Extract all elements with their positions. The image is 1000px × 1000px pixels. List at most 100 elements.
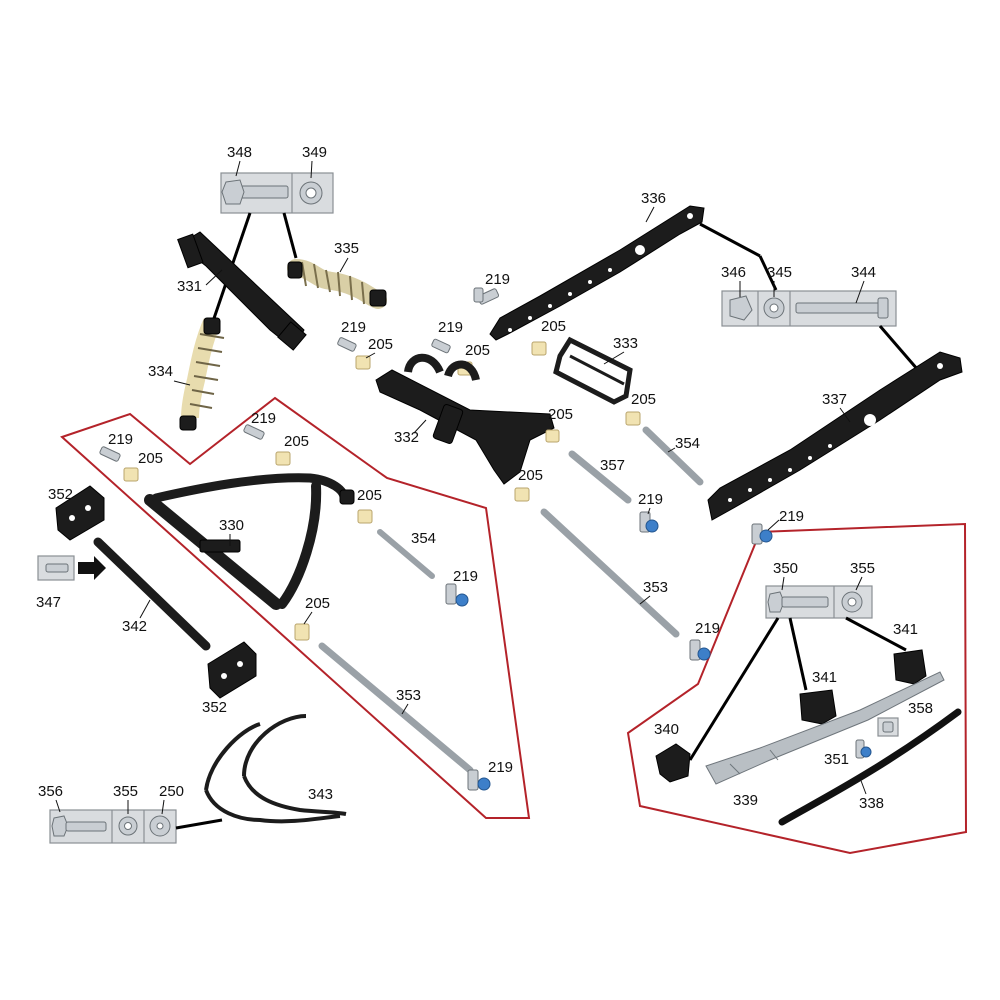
label-219-h: 219 — [695, 620, 720, 637]
part-352-plate-bottom — [207, 641, 257, 699]
bolt-219-b — [431, 338, 451, 354]
bolt-219-c — [639, 511, 659, 533]
label-354-left: 354 — [411, 530, 436, 547]
link-349-to-335 — [282, 212, 298, 259]
link-344-to-337 — [878, 325, 920, 371]
left-arm-group-outline — [60, 396, 531, 819]
hardware-box-348-349 — [220, 172, 334, 214]
bolt-219-e — [99, 446, 121, 462]
label-205-a: 205 — [368, 336, 393, 353]
part-339-rail — [705, 671, 945, 785]
bolt-351 — [855, 739, 872, 759]
label-205-d: 205 — [548, 406, 573, 423]
label-219-d: 219 — [779, 508, 804, 525]
label-205-c: 205 — [541, 318, 566, 335]
part-358-clip — [877, 717, 899, 737]
part-330-a-arm — [144, 473, 355, 610]
part-341-block-a — [799, 689, 837, 725]
bolt-head-348 — [221, 179, 245, 205]
label-332: 332 — [394, 429, 419, 446]
label-355-bottom: 355 — [113, 783, 138, 800]
label-349: 349 — [302, 144, 327, 161]
label-337: 337 — [822, 391, 847, 408]
label-205-b: 205 — [465, 342, 490, 359]
label-345: 345 — [767, 264, 792, 281]
label-205-g: 205 — [138, 450, 163, 467]
arrow-icon — [78, 556, 106, 580]
label-205-e: 205 — [631, 391, 656, 408]
label-346: 346 — [721, 264, 746, 281]
part-340-block — [655, 743, 691, 783]
bushing-205-d — [545, 429, 560, 443]
label-356: 356 — [38, 783, 63, 800]
part-335-shock-absorber — [287, 259, 387, 309]
bushing-205-f — [514, 487, 530, 502]
part-331-lever — [177, 231, 307, 351]
bumper-group-outline — [626, 522, 968, 855]
label-333: 333 — [613, 335, 638, 352]
label-219-e: 219 — [108, 431, 133, 448]
label-219-a: 219 — [341, 319, 366, 336]
bushing-205-h — [275, 451, 291, 466]
label-219-f: 219 — [251, 410, 276, 427]
label-219-top: 219 — [485, 271, 510, 288]
bushing-205-a — [355, 355, 371, 370]
bolt-219-h — [689, 639, 711, 661]
label-354-right: 354 — [675, 435, 700, 452]
hardware-box-356-250 — [49, 809, 177, 844]
bolt-219-f — [243, 424, 265, 440]
part-338-strip — [778, 708, 962, 826]
link-336-to-345 — [699, 222, 761, 258]
label-352-top: 352 — [48, 486, 73, 503]
bolt-356 — [51, 815, 69, 837]
rod-353-left — [318, 642, 474, 774]
label-353-left: 353 — [396, 687, 421, 704]
label-341-b: 341 — [893, 621, 918, 638]
rod-353-centre — [540, 508, 680, 638]
rod-354-left — [377, 529, 435, 579]
bolt-219-i — [467, 769, 491, 791]
bolt-344 — [795, 302, 883, 314]
label-342: 342 — [122, 618, 147, 635]
part-341-block-b — [893, 649, 927, 685]
rod-354-right — [642, 426, 704, 486]
bolt-219-top — [473, 287, 500, 305]
label-350: 350 — [773, 560, 798, 577]
label-205-j: 205 — [305, 595, 330, 612]
part-336-bracket — [489, 205, 705, 341]
label-347: 347 — [36, 594, 61, 611]
label-358: 358 — [908, 700, 933, 717]
label-355-right: 355 — [850, 560, 875, 577]
label-357: 357 — [600, 457, 625, 474]
label-352-bottom: 352 — [202, 699, 227, 716]
bolt-219-a — [337, 337, 357, 352]
part-352-plate-top — [55, 485, 105, 541]
label-339: 339 — [733, 792, 758, 809]
label-351: 351 — [824, 751, 849, 768]
label-344: 344 — [851, 264, 876, 281]
bushing-205-i — [357, 509, 373, 524]
part-347-bolt-box — [37, 555, 75, 581]
label-219-b: 219 — [438, 319, 463, 336]
rod-357 — [568, 450, 632, 504]
bushing-205-j — [294, 623, 310, 641]
label-341-a: 341 — [812, 669, 837, 686]
label-340: 340 — [654, 721, 679, 738]
label-219-g: 219 — [453, 568, 478, 585]
label-353-centre: 353 — [643, 579, 668, 596]
label-334: 334 — [148, 363, 173, 380]
label-331: 331 — [177, 278, 202, 295]
hardware-box-350-355 — [765, 585, 873, 619]
bushing-205-g — [123, 467, 139, 482]
part-343-strap — [204, 714, 347, 824]
label-338: 338 — [859, 795, 884, 812]
label-335: 335 — [334, 240, 359, 257]
label-205-h: 205 — [284, 433, 309, 450]
label-348: 348 — [227, 144, 252, 161]
part-332-frame — [375, 353, 555, 485]
hardware-box-344-346 — [721, 290, 897, 327]
clip-346 — [729, 295, 753, 321]
part-333-bracket-box — [553, 336, 633, 405]
bushing-205-e — [625, 411, 641, 426]
